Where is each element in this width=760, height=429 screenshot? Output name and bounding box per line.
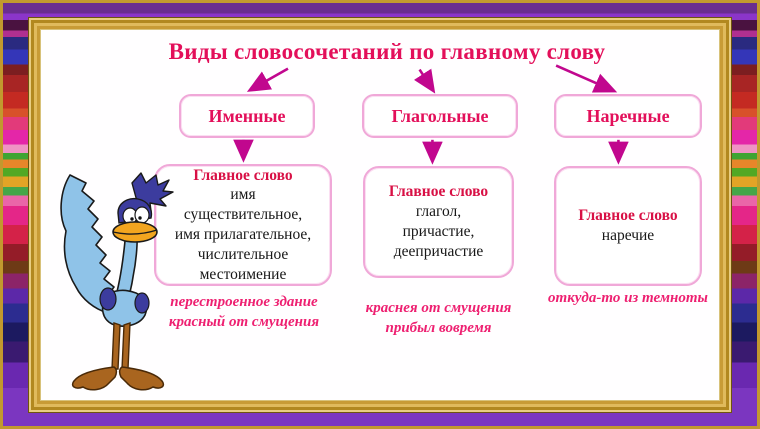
slide-title: Виды словосочетаний по главному слову — [168, 39, 606, 64]
leg-left — [111, 322, 121, 370]
foot-left — [71, 366, 118, 391]
type-box-adverbial-label: Наречные — [586, 105, 670, 126]
slide-canvas: Виды словосочетаний по главному слову — [40, 29, 720, 401]
type-box-verbal: Глагольные — [362, 94, 518, 138]
beak-line — [112, 229, 158, 235]
gold-frame: Виды словосочетаний по главному слову — [28, 17, 732, 413]
main-word-label: Главное слово — [578, 207, 678, 225]
wing-left — [99, 287, 117, 311]
leg-right — [121, 322, 131, 370]
main-word-list: имя существительное, имя прилагательное,… — [174, 186, 312, 283]
main-word-label: Главное слово — [388, 183, 489, 201]
example-verbal: краснея от смущения прибыл вовремя — [365, 300, 512, 337]
main-word-list: глагол, причастие, деепричастие — [393, 203, 484, 260]
type-box-nominal: Именные — [179, 94, 315, 138]
road-runner-character — [60, 172, 174, 391]
tail — [60, 174, 117, 314]
type-box-verbal-label: Глагольные — [391, 105, 489, 126]
wing-right — [134, 292, 150, 314]
main-word-list: наречие — [601, 227, 655, 244]
pupil-right — [138, 216, 142, 220]
pupil-left — [130, 217, 134, 221]
example-nominal: перестроенное здание красный от смущения — [168, 294, 320, 331]
detail-box-verbal: Главное слово глагол, причастие, дееприч… — [363, 166, 514, 278]
eye-right — [134, 206, 150, 224]
example-adverbial: откуда-то из темноты — [548, 290, 708, 306]
type-box-adverbial: Наречные — [554, 94, 702, 138]
main-word-label: Главное слово — [193, 166, 293, 184]
detail-box-adverbial: Главное слово наречие — [554, 166, 702, 286]
foot-right — [118, 366, 165, 391]
type-box-nominal-label: Именные — [208, 105, 286, 126]
detail-box-nominal: Главное слово имя существительное, имя п… — [154, 164, 332, 286]
